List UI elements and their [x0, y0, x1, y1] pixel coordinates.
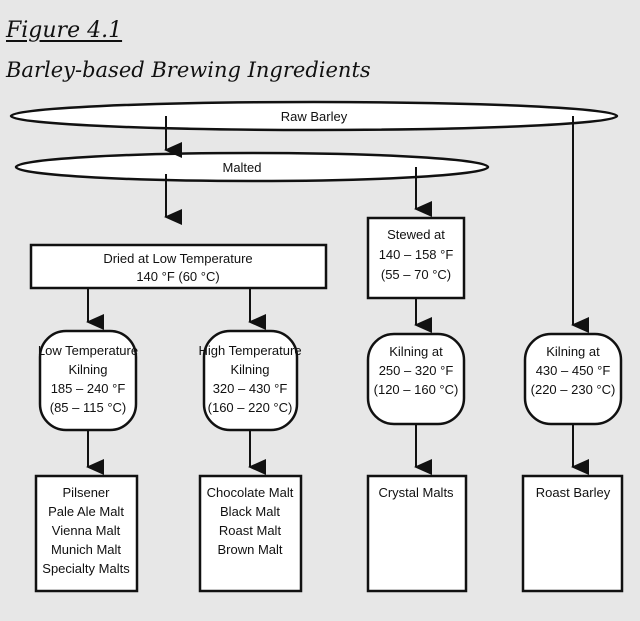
kilning-430-line-3: (220 – 230 °C)	[531, 382, 616, 397]
stewed-line-3: (55 – 70 °C)	[381, 267, 451, 282]
dark-result-item: Roast Malt	[219, 523, 282, 538]
figure-number: Figure 4.1	[6, 18, 123, 43]
malted-label: Malted	[222, 160, 261, 175]
dried-node: Dried at Low Temperature 140 °F (60 °C)	[29, 243, 328, 290]
malted-node: Malted	[14, 151, 490, 183]
dried-line-2: 140 °F (60 °C)	[136, 269, 219, 284]
kilning-250-line-2: 250 – 320 °F	[379, 363, 454, 378]
pale-result-item: Munich Malt	[51, 542, 121, 557]
low-kilning-line-1: Low Temperature	[38, 343, 138, 358]
crystal-malts-result: Crystal Malts	[366, 474, 468, 593]
dark-malts-result: Chocolate Malt Black Malt Roast Malt Bro…	[198, 474, 303, 593]
stewed-node: Stewed at 140 – 158 °F (55 – 70 °C)	[366, 216, 466, 300]
pale-malts-result: Pilsener Pale Ale Malt Vienna Malt Munic…	[34, 474, 139, 593]
kilning-430-node: Kilning at 430 – 450 °F (220 – 230 °C)	[523, 332, 623, 426]
low-kilning-line-3: 185 – 240 °F	[51, 381, 126, 396]
kilning-430-line-1: Kilning at	[546, 344, 600, 359]
dark-result-item: Black Malt	[220, 504, 280, 519]
stewed-line-1: Stewed at	[387, 227, 445, 242]
dark-result-item: Chocolate Malt	[207, 485, 294, 500]
kilning-430-line-2: 430 – 450 °F	[536, 363, 611, 378]
kilning-250-node: Kilning at 250 – 320 °F (120 – 160 °C)	[366, 332, 466, 426]
raw-barley-node: Raw Barley	[9, 100, 619, 132]
crystal-result-item: Crystal Malts	[378, 485, 454, 500]
low-temperature-kilning-node: Low Temperature Kilning 185 – 240 °F (85…	[38, 329, 138, 432]
dried-line-1: Dried at Low Temperature	[103, 251, 252, 266]
pale-result-item: Specialty Malts	[42, 561, 130, 576]
dark-result-item: Brown Malt	[217, 542, 282, 557]
low-kilning-line-2: Kilning	[68, 362, 107, 377]
kilning-250-line-3: (120 – 160 °C)	[374, 382, 459, 397]
pale-result-item: Vienna Malt	[52, 523, 121, 538]
kilning-250-line-1: Kilning at	[389, 344, 443, 359]
roast-result-item: Roast Barley	[536, 485, 611, 500]
high-kilning-line-1: High Temperature	[198, 343, 301, 358]
high-kilning-line-4: (160 – 220 °C)	[208, 400, 293, 415]
high-kilning-line-3: 320 – 430 °F	[213, 381, 288, 396]
figure-title: Barley-based Brewing Ingredients	[6, 58, 371, 82]
high-temperature-kilning-node: High Temperature Kilning 320 – 430 °F (1…	[198, 329, 302, 432]
stewed-line-2: 140 – 158 °F	[379, 247, 454, 262]
roast-barley-result: Roast Barley	[521, 474, 624, 593]
pale-result-item: Pilsener	[63, 485, 111, 500]
arrows	[86, 116, 589, 475]
raw-barley-label: Raw Barley	[281, 109, 348, 124]
low-kilning-line-4: (85 – 115 °C)	[50, 400, 127, 415]
high-kilning-line-2: Kilning	[230, 362, 269, 377]
pale-result-item: Pale Ale Malt	[48, 504, 124, 519]
